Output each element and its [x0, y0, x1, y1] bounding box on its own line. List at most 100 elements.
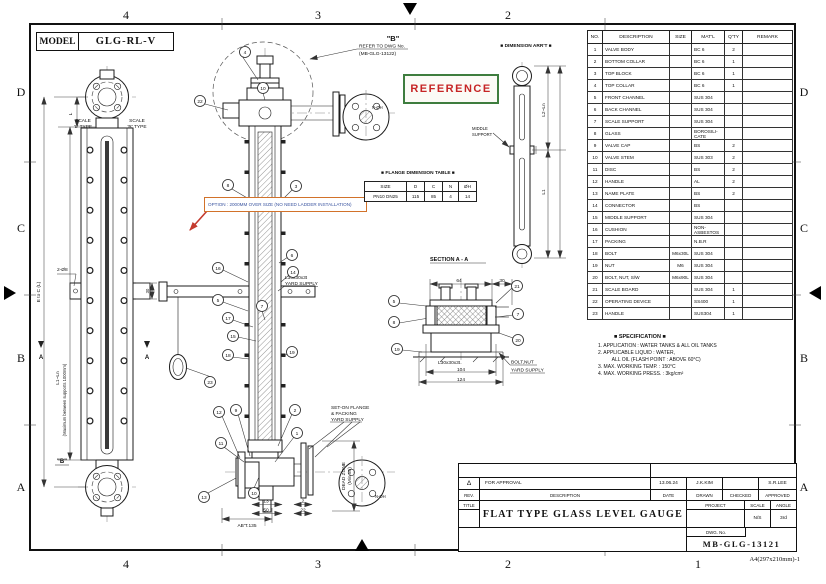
project-label: PROJECT [687, 501, 745, 510]
table-cell [724, 211, 743, 224]
sheet-frame [24, 18, 801, 556]
table-cell: SUS 304 [691, 115, 725, 128]
column-header: SIZE [364, 181, 407, 192]
table-cell [742, 187, 793, 200]
section-marker-a: A [145, 355, 150, 361]
table-cell: 2 [724, 175, 743, 188]
dim-label-l1-ln: L1~Ln [55, 371, 61, 385]
table-cell: SUS 304 [691, 247, 725, 260]
table-cell [724, 259, 743, 272]
table-cell [742, 103, 793, 116]
table-cell: 10 [587, 151, 603, 164]
part-balloon [388, 316, 400, 328]
project-value [687, 510, 745, 528]
part-balloon [289, 404, 301, 416]
spec-line: ALL OIL (FLASH POINT : ABOVE 60°C) [598, 357, 701, 363]
table-cell [669, 211, 692, 224]
dim-abt: AB'T.135 [237, 523, 256, 529]
table-row: NO. DESCRIPTION SIZE MAT'L Q'TY REMARK [587, 30, 793, 44]
part-balloon [222, 349, 234, 361]
table-cell: BC 6 [691, 43, 725, 56]
part-balloon-number: 6 [291, 253, 294, 259]
table-cell: 4 [587, 79, 603, 92]
table-cell [742, 259, 793, 272]
table-cell [669, 295, 692, 308]
part-balloon [222, 312, 234, 324]
table-cell: CUSHION [602, 223, 670, 236]
table-cell: 2 [724, 139, 743, 152]
part-balloon-number: 19 [394, 347, 400, 353]
table-cell: SCALE SUPPORT [602, 115, 670, 128]
option-note-text: OPTION : 2000MM OVER SIZE (NO NEED LADDE… [208, 202, 352, 207]
table-cell: VALVE CAP [602, 139, 670, 152]
part-balloon-number: 16 [215, 266, 221, 272]
part-balloon-number: 12 [216, 410, 222, 416]
dim-50: 50 [263, 508, 269, 514]
table-cell: 1 [724, 55, 743, 68]
dim-30: 30 [499, 278, 505, 284]
dim-13: 13 [263, 499, 269, 505]
table-cell: 1 [724, 295, 743, 308]
dim-l2-ln: L2~Ln [541, 103, 547, 117]
table-cell: 19 [587, 259, 603, 272]
table-cell: 13 [587, 187, 603, 200]
table-cell: 3 [587, 67, 603, 80]
side-view [158, 41, 408, 526]
table-cell: BC 6 [691, 79, 725, 92]
part-balloon-number: 14 [290, 270, 296, 276]
part-balloon-number: 10 [260, 86, 266, 92]
column-header: SIZE [669, 30, 692, 44]
spec-line: 2. APPLICABLE LIQUID : WATER, [598, 350, 675, 356]
table-cell [742, 67, 793, 80]
table-cell: 1 [587, 43, 603, 56]
table-cell [669, 79, 692, 92]
part-balloon-number: 17 [225, 316, 231, 322]
table-cell: NON- ASBESTOS [691, 223, 725, 236]
table-cell: 1 [724, 283, 743, 296]
table-cell: 23 [587, 307, 603, 320]
part-balloon-number: 11 [219, 441, 224, 447]
table-cell [724, 271, 743, 284]
specification-title: ■ SPECIFICATION ■ [614, 334, 666, 340]
table-cell [669, 115, 692, 128]
annotations: SCALE 'L' TYPE SCALE 'R' TYPE L E to C (… [36, 34, 547, 529]
table-cell: TOP BLOCK [602, 67, 670, 80]
part-balloon [194, 95, 206, 107]
reference-label: REFERENCE [410, 83, 492, 95]
dwg-no-value: MB-GLG-13121 [702, 539, 781, 549]
grid-ref: 4 [123, 557, 129, 571]
drawing-title: FLAT TYPE GLASS LEVEL GAUGE [480, 501, 687, 528]
grid-ref: 2 [505, 8, 511, 22]
rev-label: REV. [459, 490, 480, 501]
section-aa-title: SECTION A - A [430, 257, 468, 263]
description-label: DESCRIPTION [480, 490, 651, 501]
dimension-arrt-schematic [492, 62, 566, 268]
table-cell [742, 223, 793, 236]
bolt-nut-note: YARD SUPPLY [511, 368, 545, 374]
detail-marker-b: "B" [57, 459, 67, 465]
specification-block: ■ SPECIFICATION ■ 1. APPLICATION : WATER… [598, 334, 808, 378]
table-cell: 115 [406, 191, 425, 202]
grid-ref: A [16, 480, 26, 494]
revision-history-row [459, 464, 651, 478]
table-cell: M6x30L [669, 247, 692, 260]
dim-64: 64 [456, 278, 462, 284]
table-cell: M6x90L [669, 271, 692, 284]
dead-zone-label: (Min.55) [347, 467, 353, 485]
table-cell: OPERATING DEVICE [602, 295, 670, 308]
table-cell [669, 139, 692, 152]
noh-label: N-ØH [375, 494, 386, 499]
table-cell [742, 295, 793, 308]
table-cell [742, 43, 793, 56]
part-balloon [227, 330, 239, 342]
part-balloon-number: 18 [225, 353, 231, 359]
